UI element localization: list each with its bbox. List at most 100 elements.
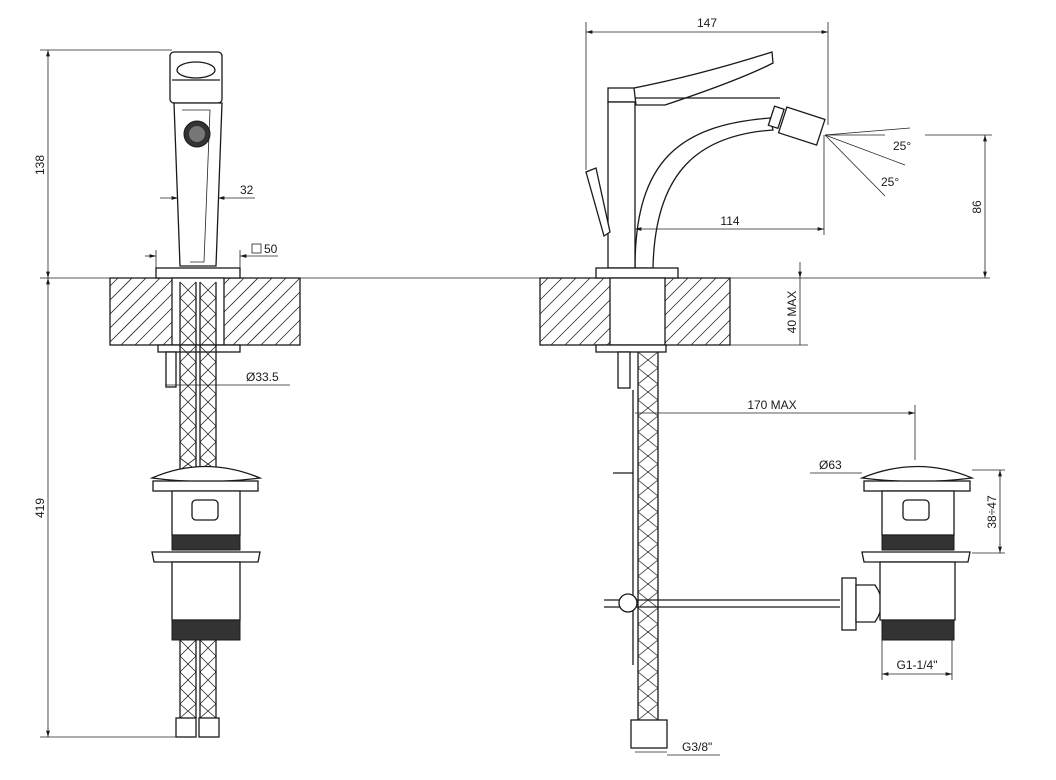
hatch-line — [199, 639, 217, 657]
hatch-line — [199, 329, 217, 347]
hatch-line — [199, 281, 217, 299]
hatch-line — [564, 299, 611, 346]
hatch-line — [179, 329, 197, 347]
hatch-line — [199, 703, 217, 719]
hatch-line — [199, 393, 217, 411]
hatch-line — [232, 277, 301, 346]
hatch-line — [592, 327, 611, 346]
hatch-line — [179, 425, 197, 443]
hatch-line — [637, 703, 659, 721]
hatch-line — [199, 345, 217, 363]
hatch-line — [199, 687, 217, 705]
hatch-line — [179, 377, 197, 395]
hatch-line — [199, 655, 217, 673]
hatch-line — [637, 495, 659, 513]
mixer-body — [173, 102, 223, 267]
hatch-line — [179, 297, 197, 315]
hatch-line — [637, 639, 659, 657]
hatch-line — [134, 307, 173, 346]
dim-label-g1-1-4: G1-1/4" — [897, 658, 938, 672]
dim-label-63: Ø63 — [819, 458, 842, 472]
hatch-line — [637, 431, 659, 449]
hatch-line — [637, 607, 659, 625]
hatch-line — [223, 277, 287, 341]
hatch-line — [637, 351, 659, 369]
dim-label-32: 32 — [240, 183, 254, 197]
flexible-hose-side — [637, 351, 659, 721]
hatch-line — [637, 687, 659, 705]
hatch-line — [179, 441, 197, 459]
hatch-line — [664, 277, 675, 288]
hatch-line — [539, 277, 577, 315]
hatch-line — [578, 313, 611, 346]
hatch-line — [260, 305, 301, 346]
hatch-line — [179, 409, 197, 427]
hatch-line — [199, 441, 217, 459]
hatch-line — [148, 321, 173, 346]
dim-label-147: 147 — [697, 16, 717, 30]
hatch-line — [690, 305, 731, 346]
hatch-line — [199, 313, 217, 331]
hatch-line — [179, 393, 197, 411]
dim-label-angle-down: 25° — [881, 175, 899, 189]
hatch-line — [179, 655, 197, 673]
hatch-line — [199, 671, 217, 689]
hatch-line — [162, 335, 173, 346]
hatch-line — [179, 687, 197, 705]
hose-nut — [630, 719, 668, 749]
hatch-line — [637, 543, 659, 561]
hatch-line — [179, 361, 197, 379]
hatch-line — [637, 575, 659, 593]
hatch-line — [199, 297, 217, 315]
dim-label-86: 86 — [970, 200, 984, 214]
hatch-line — [637, 671, 659, 689]
hatch-line — [109, 277, 119, 287]
spout — [634, 117, 774, 269]
dim-label-138: 138 — [33, 155, 47, 175]
hatch-line — [539, 277, 605, 343]
square-symbol-icon — [251, 243, 262, 254]
side-view: 147 114 25° 25° 86 40 MAX — [110, 16, 1005, 756]
hatch-line — [664, 277, 731, 344]
dim-label-38-47: 38÷47 — [985, 495, 999, 529]
hatch-line — [539, 277, 549, 287]
pop-up-lever — [585, 167, 611, 238]
pop-up-waste-side — [841, 465, 975, 641]
front-view: 138 419 32 50 Ø33.5 — [33, 49, 290, 738]
hatch-line — [550, 285, 611, 346]
hatch-line — [288, 333, 301, 346]
hatch-line — [637, 511, 659, 529]
hatch-line — [199, 425, 217, 443]
hatch-line — [664, 277, 717, 330]
hatch-line — [109, 279, 173, 343]
hatch-line — [109, 277, 133, 301]
hatch-line — [179, 345, 197, 363]
dim-label-114: 114 — [720, 214, 739, 228]
rod-clamp — [618, 593, 638, 613]
hatch-line — [637, 479, 659, 497]
dim-label-419: 419 — [33, 498, 47, 518]
hatch-line — [637, 383, 659, 401]
hatch-line — [199, 361, 217, 379]
hatch-line — [539, 277, 563, 301]
hatch-line — [637, 415, 659, 433]
hatch-line — [704, 319, 731, 346]
hatch-line — [179, 281, 197, 299]
hatch-line — [539, 277, 591, 329]
hatch-line — [199, 409, 217, 427]
pop-up-waste-front — [149, 465, 263, 641]
hatch-line — [637, 367, 659, 385]
dim-label-angle-up: 25° — [893, 139, 911, 153]
hatch-line — [120, 293, 173, 346]
hatch-line — [179, 313, 197, 331]
hatch-line — [637, 655, 659, 673]
hatch-line — [109, 277, 147, 315]
dim-label-50: 50 — [264, 242, 278, 256]
hatch-line — [223, 277, 259, 313]
hatch-line — [223, 277, 245, 299]
hatch-line — [199, 377, 217, 395]
hatch-line — [676, 291, 731, 346]
swivel-nozzle — [767, 105, 826, 146]
dim-label-33-5: Ø33.5 — [246, 370, 279, 384]
